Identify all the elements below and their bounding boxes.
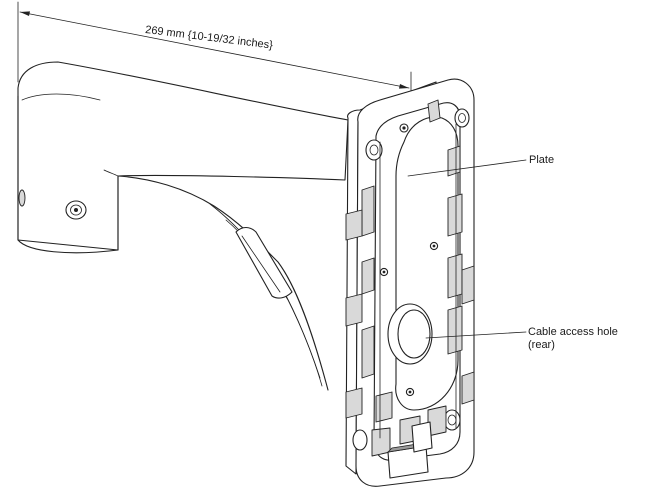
- dimension-line: [17, 1, 412, 119]
- mounting-plate: [345, 78, 475, 487]
- cable-access-hole-label-line2: (rear): [528, 339, 555, 351]
- bracket-arm: [17, 61, 349, 391]
- leader-lines: [407, 159, 527, 339]
- plate-label: Plate: [529, 154, 555, 166]
- cable-access-hole-label: Cable access hole (rear): [528, 326, 618, 352]
- cable-access-hole-label-line1: Cable access hole: [528, 326, 618, 338]
